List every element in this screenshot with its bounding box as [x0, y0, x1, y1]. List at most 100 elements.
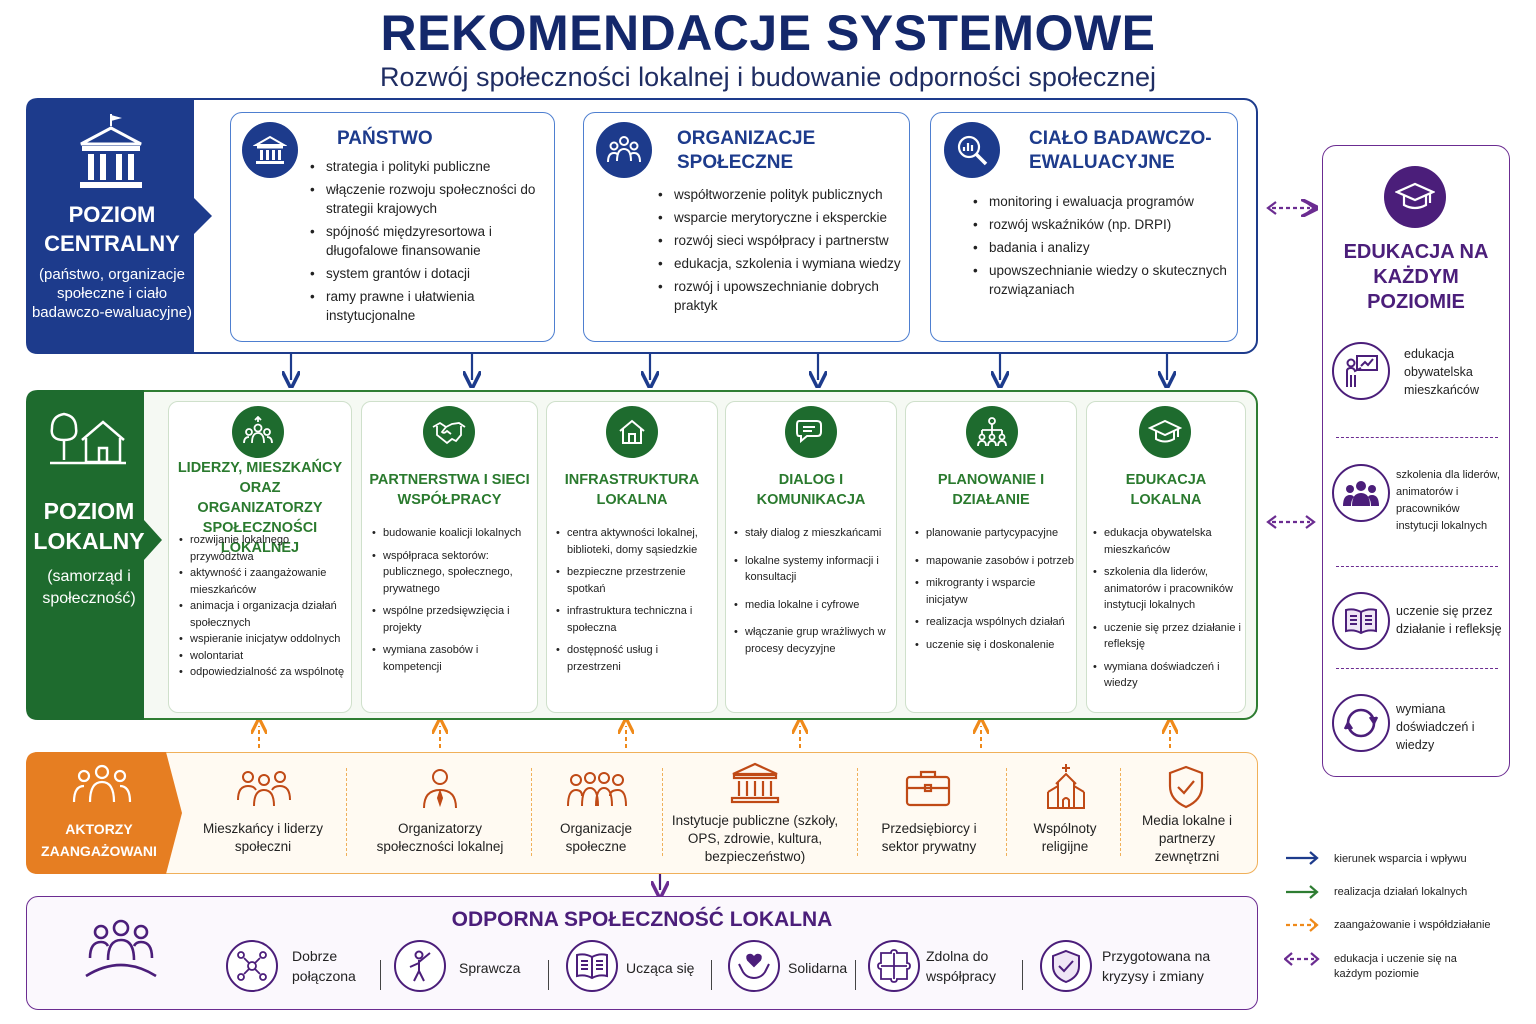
divider: [857, 768, 858, 856]
education-title: EDUKACJA NA KAŻDYM POZIOMIE: [1343, 241, 1489, 313]
shield-check-icon: [1168, 765, 1204, 809]
list-item: media lokalne i cyfrowe: [733, 597, 893, 614]
divider: [711, 960, 712, 990]
list-item: lokalne systemy informacji i konsultacji: [733, 553, 893, 586]
list-item: animacja i organizacja działań społeczny…: [178, 598, 348, 631]
list-item: spójność międzyresortowa i długofalowe f…: [308, 222, 548, 260]
engagement-arrows: [0, 720, 1260, 748]
divider: [346, 768, 347, 856]
puzzle-icon: [868, 940, 920, 992]
divider: [548, 960, 549, 990]
resilient-feature-label: Zdolna do współpracy: [926, 948, 997, 984]
shield-check-icon: [1040, 940, 1092, 992]
page-subtitle: Rozwój społeczności lokalnej i budowanie…: [380, 62, 1156, 92]
group-icon: [567, 772, 627, 807]
list-item: edukacja obywatelska mieszkańców: [1092, 525, 1244, 558]
organizer-icon: [423, 769, 457, 809]
institution-icon: [730, 762, 780, 804]
central-box-title: ORGANIZACJE SPOŁECZNE: [677, 128, 816, 173]
briefcase-icon: [905, 770, 951, 807]
actor-label: Instytucje publiczne (szkoły, OPS, zdrow…: [671, 813, 839, 864]
divider: [855, 960, 856, 990]
list-item: badania i analizy: [971, 238, 1233, 257]
divider: [380, 960, 381, 990]
actor-label: Organizacje społeczne: [559, 821, 633, 854]
list-item: aktywność i zaangażowanie mieszkańców: [178, 565, 348, 598]
list-item: wolontariat: [178, 648, 348, 665]
local-box-list: planowanie partycypacyjne mapowanie zaso…: [914, 525, 1074, 659]
actor-label: Przedsiębiorcy i sektor prywatny: [881, 821, 977, 854]
graduation-cap-icon: [1384, 166, 1446, 228]
resilient-feature-label: Solidarna: [788, 960, 848, 976]
heart-hands-icon: [728, 940, 780, 992]
central-box-list: strategia i polityki publiczne włączenie…: [308, 157, 548, 329]
actor-label: Mieszkańcy i liderzy społeczni: [202, 821, 324, 854]
divider: [1120, 768, 1121, 856]
person-raised-arm-icon: [394, 940, 446, 992]
education-item-label: wymiana doświadczeń i wiedzy: [1396, 702, 1475, 752]
legend-item: edukacja i uczenie się na każdym poziomi…: [1334, 953, 1457, 980]
list-item: wymiana doświadczeń i wiedzy: [1092, 659, 1244, 692]
divider: [1336, 437, 1498, 438]
list-item: włączanie grup wrażliwych w procesy decy…: [733, 624, 893, 657]
divider: [1022, 960, 1023, 990]
local-box-list: rozwijanie lokalnego przywództwa aktywno…: [178, 532, 348, 681]
divider: [662, 768, 663, 856]
list-item: uczenie się i doskonalenie: [914, 637, 1074, 654]
actors-panel: [26, 752, 1258, 874]
list-item: stały dialog z mieszkańcami: [733, 525, 893, 542]
central-level-title: POZIOM CENTRALNY: [44, 202, 180, 256]
speech-bubbles-icon: [785, 406, 837, 458]
local-box-title: INFRASTRUKTURA LOKALNA: [564, 472, 700, 508]
central-box-title: CIAŁO BADAWCZO-EWALUACYJNE: [1029, 128, 1212, 173]
people-group-icon: [596, 122, 652, 178]
list-item: wsparcie merytoryczne i eksperckie: [656, 208, 908, 227]
list-item: odpowiedzialność za wspólnotę: [178, 664, 348, 681]
actor-label: Media lokalne i partnerzy zewnętrzni: [1141, 813, 1233, 864]
list-item: wspieranie inicjatyw oddolnych: [178, 631, 348, 648]
list-item: uczenie się przez działanie i refleksję: [1092, 620, 1244, 653]
legend-item: kierunek wsparcia i wpływu: [1334, 853, 1467, 865]
list-item: strategia i polityki publiczne: [308, 157, 548, 176]
list-item: monitoring i ewaluacja programów: [971, 192, 1233, 211]
list-item: wymiana zasobów i kompetencji: [371, 642, 533, 675]
education-item-label: edukacja obywatelska mieszkańców: [1404, 347, 1480, 397]
list-item: wspólne przedsięwzięcia i projekty: [371, 603, 533, 636]
list-item: rozwój i upowszechnianie dobrych praktyk: [656, 277, 908, 315]
result-arrow: [650, 874, 670, 898]
list-item: rozwój sieci współpracy i partnerstw: [656, 231, 908, 250]
building-columns-icon: [80, 114, 142, 188]
book-icon: [1332, 592, 1390, 650]
actor-label: Wspólnoty religijne: [1033, 821, 1097, 854]
teacher-board-icon: [1332, 342, 1390, 400]
central-box-list: współtworzenie polityk publicznych wspar…: [656, 185, 908, 319]
magnifier-chart-icon: [944, 122, 1000, 178]
list-item: infrastruktura techniczna i społeczna: [555, 603, 713, 636]
local-box-list: edukacja obywatelska mieszkańców szkolen…: [1092, 525, 1244, 698]
list-item: realizacja wspólnych działań: [914, 614, 1074, 631]
central-level-tab: [26, 98, 212, 354]
local-level-tab: [26, 390, 162, 720]
group-training-icon: [1332, 464, 1390, 522]
building-columns-icon: [242, 122, 298, 178]
actors-tab: [26, 752, 182, 874]
divider: [1336, 566, 1498, 567]
list-item: mapowanie zasobów i potrzeb: [914, 553, 1074, 570]
list-item: budowanie koalicji lokalnych: [371, 525, 533, 542]
central-level-subtitle: (państwo, organizacje społeczne i ciało …: [31, 266, 193, 321]
list-item: system grantów i dotacji: [308, 264, 548, 283]
list-item: mikrogranty i wsparcie inicjatyw: [914, 575, 1074, 608]
hierarchy-people-icon: [966, 406, 1018, 458]
local-box-title: PARTNERSTWA I SIECI WSPÓŁPRACY: [369, 472, 530, 508]
local-level-title: POZIOM LOKALNY: [33, 498, 145, 554]
local-box-title: EDUKACJA LOKALNA: [1125, 472, 1207, 508]
local-box-list: stały dialog z mieszkańcami lokalne syst…: [733, 525, 893, 663]
list-item: współpraca sektorów: publicznego, społec…: [371, 548, 533, 598]
open-book-icon: [566, 940, 618, 992]
graduation-cap-icon: [1139, 406, 1191, 458]
legend-item: zaangażowanie i współdziałanie: [1334, 919, 1491, 931]
community-icon: [85, 919, 157, 978]
resilient-feature-label: Ucząca się: [626, 960, 695, 976]
list-item: edukacja, szkolenia i wymiana wiedzy: [656, 254, 908, 273]
actors-title: AKTORZY ZAANGAŻOWANI: [41, 821, 157, 859]
